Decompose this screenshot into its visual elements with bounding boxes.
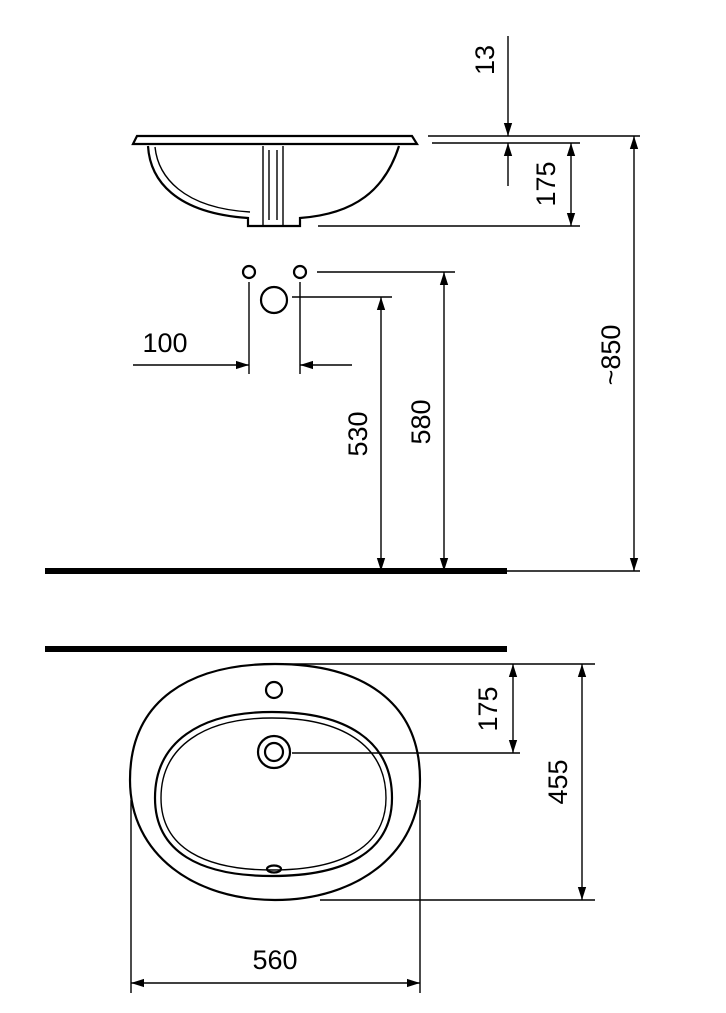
waste-outlet-side bbox=[262, 146, 284, 226]
basin-bowl-inner-line bbox=[154, 146, 251, 213]
plan-view bbox=[128, 662, 595, 993]
drain-outer bbox=[256, 734, 292, 770]
dimension-13: 13 bbox=[470, 36, 513, 186]
wall-connections bbox=[241, 264, 455, 374]
drain-inner bbox=[263, 741, 285, 763]
basin-outer-contour bbox=[128, 662, 422, 902]
basin-bowl-inner-edge bbox=[160, 717, 387, 871]
dimension-100: 100 bbox=[133, 328, 352, 370]
dimension-13-label: 13 bbox=[470, 45, 500, 75]
tap-hole bbox=[264, 680, 284, 700]
dimension-530: 530 bbox=[343, 297, 386, 571]
dimension-175-plan: 175 bbox=[473, 664, 518, 753]
overflow-hole bbox=[265, 864, 283, 874]
dimension-100-label: 100 bbox=[142, 328, 187, 358]
dimension-455-label: 455 bbox=[543, 759, 573, 804]
dimension-530-label: 530 bbox=[343, 411, 373, 456]
supply-hole-right bbox=[292, 264, 308, 280]
side-view bbox=[131, 134, 640, 228]
supply-hole-left bbox=[241, 264, 257, 280]
dimension-850: ~850 bbox=[596, 136, 639, 571]
waste-hole bbox=[259, 285, 289, 315]
dimension-560: 560 bbox=[131, 945, 420, 988]
dimension-850-label: ~850 bbox=[596, 325, 626, 386]
dimension-580-label: 580 bbox=[406, 399, 436, 444]
basin-rim-side bbox=[131, 134, 419, 146]
basin-bowl-side bbox=[146, 145, 401, 228]
dimension-175-side-label: 175 bbox=[531, 161, 561, 206]
dimension-560-label: 560 bbox=[252, 945, 297, 975]
dimension-580: 580 bbox=[406, 272, 449, 571]
dimension-455: 455 bbox=[543, 664, 587, 900]
dimension-175-plan-label: 175 bbox=[473, 686, 503, 731]
dimension-175-side: 175 bbox=[531, 143, 576, 226]
